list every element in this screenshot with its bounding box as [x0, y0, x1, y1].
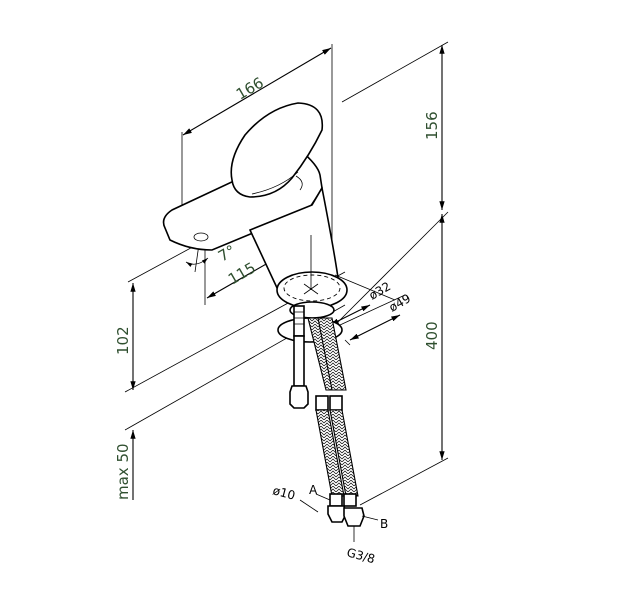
dimension-max-50: max 50: [114, 430, 136, 500]
label-thread: G3/8: [345, 545, 376, 566]
dimension-156: 156: [341, 41, 449, 210]
mounting-hardware: [277, 301, 365, 527]
dim-label-156: 156: [423, 111, 441, 140]
dim-label-115: 115: [225, 259, 259, 289]
dimension-400: 400: [329, 211, 449, 506]
label-a: A: [309, 483, 318, 497]
dim-label-angle: 7°: [215, 241, 239, 265]
dim-label-d49: ø49: [387, 291, 414, 314]
dim-label-max-50: max 50: [114, 443, 132, 500]
label-b: B: [380, 517, 388, 531]
dim-label-d32: ø32: [367, 279, 394, 302]
dim-label-400: 400: [423, 321, 441, 350]
dim-label-102: 102: [114, 326, 132, 355]
label-hose-diameter: ø10: [271, 483, 296, 502]
dim-label-166: 166: [233, 74, 267, 104]
faucet-body: [162, 102, 348, 309]
